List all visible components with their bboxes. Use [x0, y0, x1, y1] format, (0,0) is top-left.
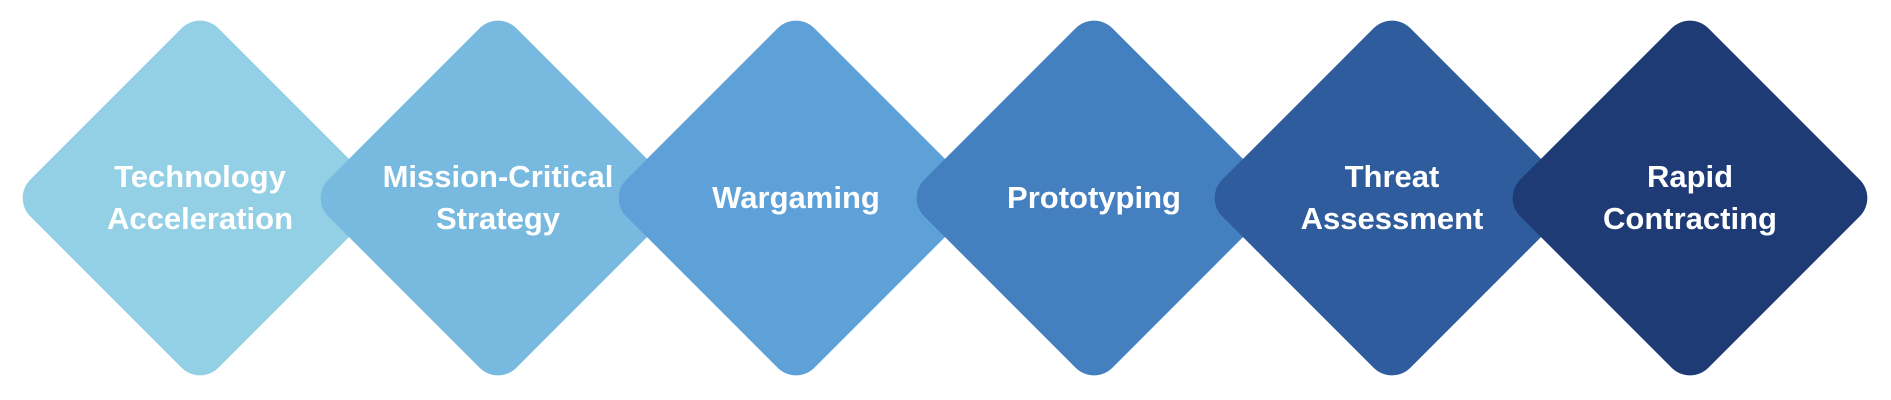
step-prototyping: Prototyping — [905, 9, 1283, 387]
step-label: Technology Acceleration — [106, 159, 294, 236]
step-wargaming: Wargaming — [607, 9, 985, 387]
step-label: Threat Assessment — [1300, 159, 1484, 236]
step-label: Wargaming — [712, 180, 880, 215]
step-mission-critical-strategy: Mission-Critical Strategy — [309, 9, 687, 387]
step-technology-acceleration: Technology Acceleration — [11, 9, 389, 387]
step-rapid-contracting: Rapid Contracting — [1501, 9, 1879, 387]
step-label: Prototyping — [1007, 180, 1181, 215]
step-threat-assessment: Threat Assessment — [1203, 9, 1581, 387]
step-label: Mission-Critical Strategy — [382, 159, 614, 236]
step-label: Rapid Contracting — [1603, 159, 1777, 236]
